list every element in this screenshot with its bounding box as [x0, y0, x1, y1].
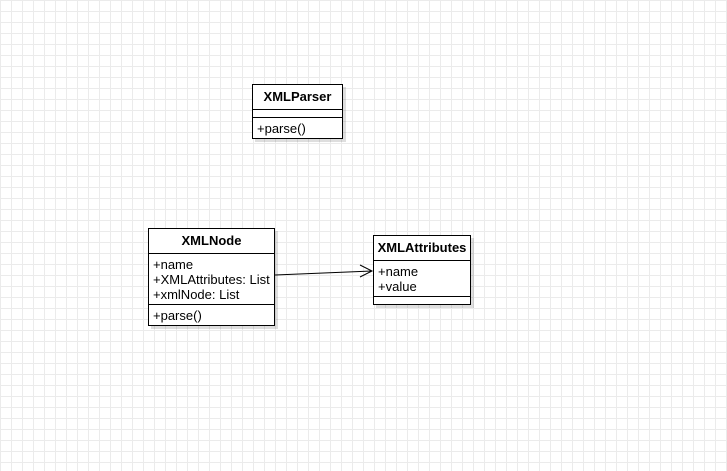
methods-section — [374, 296, 470, 304]
attribute-item: +value — [378, 279, 417, 294]
class-name: XMLAttributes — [374, 236, 470, 261]
attributes-section: +name +XMLAttributes: List +xmlNode: Lis… — [149, 254, 274, 304]
class-name: XMLParser — [253, 85, 342, 110]
methods-section: +parse() — [149, 304, 274, 325]
attributes-section — [253, 110, 342, 117]
method-item: +parse() — [153, 308, 202, 323]
association-line[interactable] — [274, 270, 373, 276]
attribute-item: +name — [153, 257, 194, 272]
attributes-section: +name +value — [374, 261, 470, 296]
attribute-item: +XMLAttributes: List — [153, 272, 270, 287]
class-box-xmlnode[interactable]: XMLNode +name +XMLAttributes: List +xmlN… — [148, 228, 275, 326]
open-arrowhead-icon — [359, 264, 374, 278]
class-box-xmlparser[interactable]: XMLParser +parse() — [252, 84, 343, 139]
class-name: XMLNode — [149, 229, 274, 254]
attribute-item: +xmlNode: List — [153, 287, 240, 302]
class-box-xmlattributes[interactable]: XMLAttributes +name +value — [373, 235, 471, 305]
methods-section: +parse() — [253, 117, 342, 138]
attribute-item: +name — [378, 264, 419, 279]
method-item: +parse() — [257, 121, 306, 136]
